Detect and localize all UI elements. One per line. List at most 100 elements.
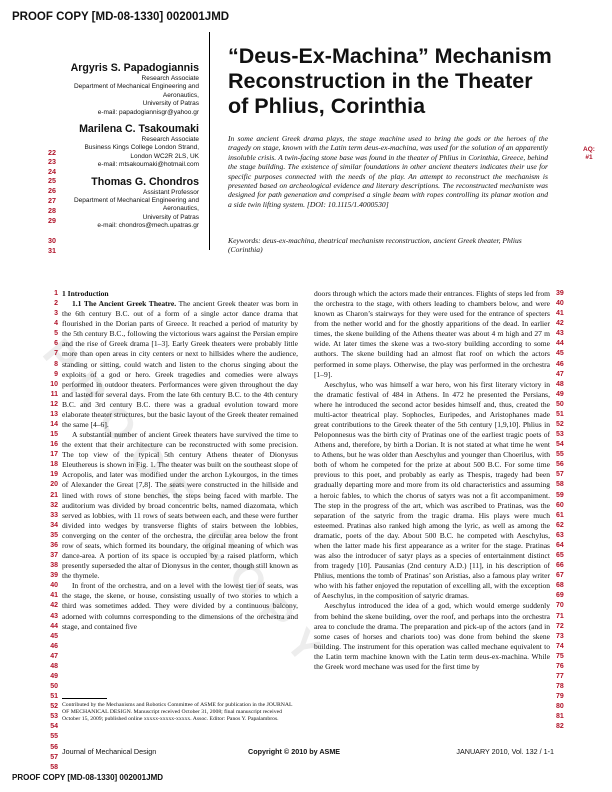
issue-info: JANUARY 2010, Vol. 132 / 1-1 <box>456 747 554 756</box>
line-number: 71 <box>556 612 564 620</box>
author-affiliation-line: Department of Mechanical Engineering and <box>73 83 199 91</box>
line-number: 53 <box>50 713 58 721</box>
line-number: 18 <box>50 461 58 469</box>
line-number: 77 <box>556 672 564 680</box>
line-number: 59 <box>556 491 564 499</box>
author-affiliation-line: Assistant Professor <box>143 188 199 196</box>
author-name: Argyris S. Papadogiannis <box>70 62 199 74</box>
line-number: 80 <box>556 703 564 711</box>
line-number: 52 <box>50 703 58 711</box>
line-number: 67 <box>556 572 564 580</box>
aq-number: #1 <box>585 154 593 161</box>
line-number: 49 <box>50 672 58 680</box>
line-number: 34 <box>50 521 58 529</box>
line-number: 78 <box>556 683 564 691</box>
line-number: 55 <box>50 733 58 741</box>
line-number: 58 <box>50 763 58 771</box>
line-number: 56 <box>556 461 564 469</box>
line-number: 2 <box>54 300 58 308</box>
line-number: 69 <box>556 592 564 600</box>
line-number: 32 <box>50 501 58 509</box>
author-affiliation-line: e-mail: mtsakoumaki@hotmail.com <box>97 161 199 169</box>
line-number: 10 <box>50 380 58 388</box>
line-number: 36 <box>50 541 58 549</box>
line-number: 45 <box>556 350 564 358</box>
line-number: 64 <box>556 541 564 549</box>
author-affiliation-line: Business Kings College London Strand, <box>84 144 199 152</box>
line-number: 13 <box>50 410 58 418</box>
author-affiliation-line: Aeronautics, <box>162 91 199 99</box>
line-number: 40 <box>50 582 58 590</box>
line-number: 41 <box>50 592 58 600</box>
line-number: 46 <box>50 642 58 650</box>
line-number: 55 <box>556 451 564 459</box>
line-number: 16 <box>50 441 58 449</box>
line-number: 29 <box>48 216 56 225</box>
line-number: 3 <box>54 310 58 318</box>
line-number: 61 <box>556 511 564 519</box>
line-number: 5 <box>54 330 58 338</box>
line-number: 39 <box>50 572 58 580</box>
line-number: 42 <box>50 602 58 610</box>
line-number: 17 <box>50 451 58 459</box>
line-number: 45 <box>50 632 58 640</box>
line-number: 56 <box>50 743 58 751</box>
line-number: 65 <box>556 552 564 560</box>
line-number: 79 <box>556 693 564 701</box>
subsection-heading: 1.1 The Ancient Greek Theatre. <box>72 299 177 309</box>
line-number: 50 <box>556 400 564 408</box>
line-number: 25 <box>48 176 56 185</box>
line-number: 60 <box>556 501 564 509</box>
line-number: 44 <box>556 340 564 348</box>
paragraph: Aeschylus introduced the idea of a god, … <box>314 601 550 671</box>
line-number: 39 <box>556 290 564 297</box>
line-number: 1 <box>54 290 58 297</box>
line-number: 37 <box>50 552 58 560</box>
line-number: 41 <box>556 310 564 318</box>
paragraph: 1.1 The Ancient Greek Theatre. The ancie… <box>62 299 298 430</box>
line-number: 24 <box>48 167 56 176</box>
abstract: In some ancient Greek drama plays, the s… <box>228 134 548 209</box>
line-number: 11 <box>50 390 58 398</box>
author-name: Thomas G. Chondros <box>91 175 199 188</box>
line-number: 49 <box>556 390 564 398</box>
proof-copy-footer: PROOF COPY [MD-08-1330] 002001JMD <box>12 773 164 782</box>
footnote-rule <box>62 698 107 699</box>
line-number: 12 <box>50 400 58 408</box>
line-number: 57 <box>50 753 58 761</box>
line-number: 14 <box>50 421 58 429</box>
line-number: 4 <box>54 320 58 328</box>
line-number: 23 <box>48 157 56 166</box>
author-affiliation-line: Department of Mechanical Engineering and <box>73 197 199 205</box>
author-name: Marilena C. Tsakoumaki <box>79 123 199 136</box>
author-query-marker[interactable]: AQ: #1 <box>572 146 606 162</box>
line-number: 35 <box>50 531 58 539</box>
line-number: 82 <box>556 723 564 731</box>
author-affiliation-line: London WC2R 2LS, UK <box>130 152 199 160</box>
line-number: 15 <box>50 431 58 439</box>
line-number: 81 <box>556 713 564 721</box>
aq-label: AQ: <box>583 146 595 153</box>
author-affiliation-line: Aeronautics, <box>162 205 199 213</box>
line-number: 30 <box>48 236 56 245</box>
line-number: 57 <box>556 471 564 479</box>
line-number: 51 <box>50 693 58 701</box>
line-number: 21 <box>50 491 58 499</box>
author-affiliation-line: e-mail: papadogiannisgr@yahoo.gr <box>97 108 199 116</box>
proof-copy-header: PROOF COPY [MD-08-1330] 002001JMD <box>12 11 230 23</box>
line-number: 48 <box>50 662 58 670</box>
line-number: 47 <box>50 652 58 660</box>
author-affiliation-line: e-mail: chondros@mech.upatras.gr <box>97 222 199 230</box>
line-number: 8 <box>54 360 58 368</box>
line-number: 66 <box>556 562 564 570</box>
line-number: 72 <box>556 622 564 630</box>
line-number: 43 <box>50 612 58 620</box>
author-affiliation-line: Research Associate <box>141 136 199 144</box>
paragraph: doors through which the actors made thei… <box>314 289 550 379</box>
line-number: 28 <box>48 206 56 215</box>
footnote: Contributed by the Mechanisms and Roboti… <box>62 702 293 723</box>
line-number: 27 <box>48 196 56 205</box>
line-number: 63 <box>556 531 564 539</box>
